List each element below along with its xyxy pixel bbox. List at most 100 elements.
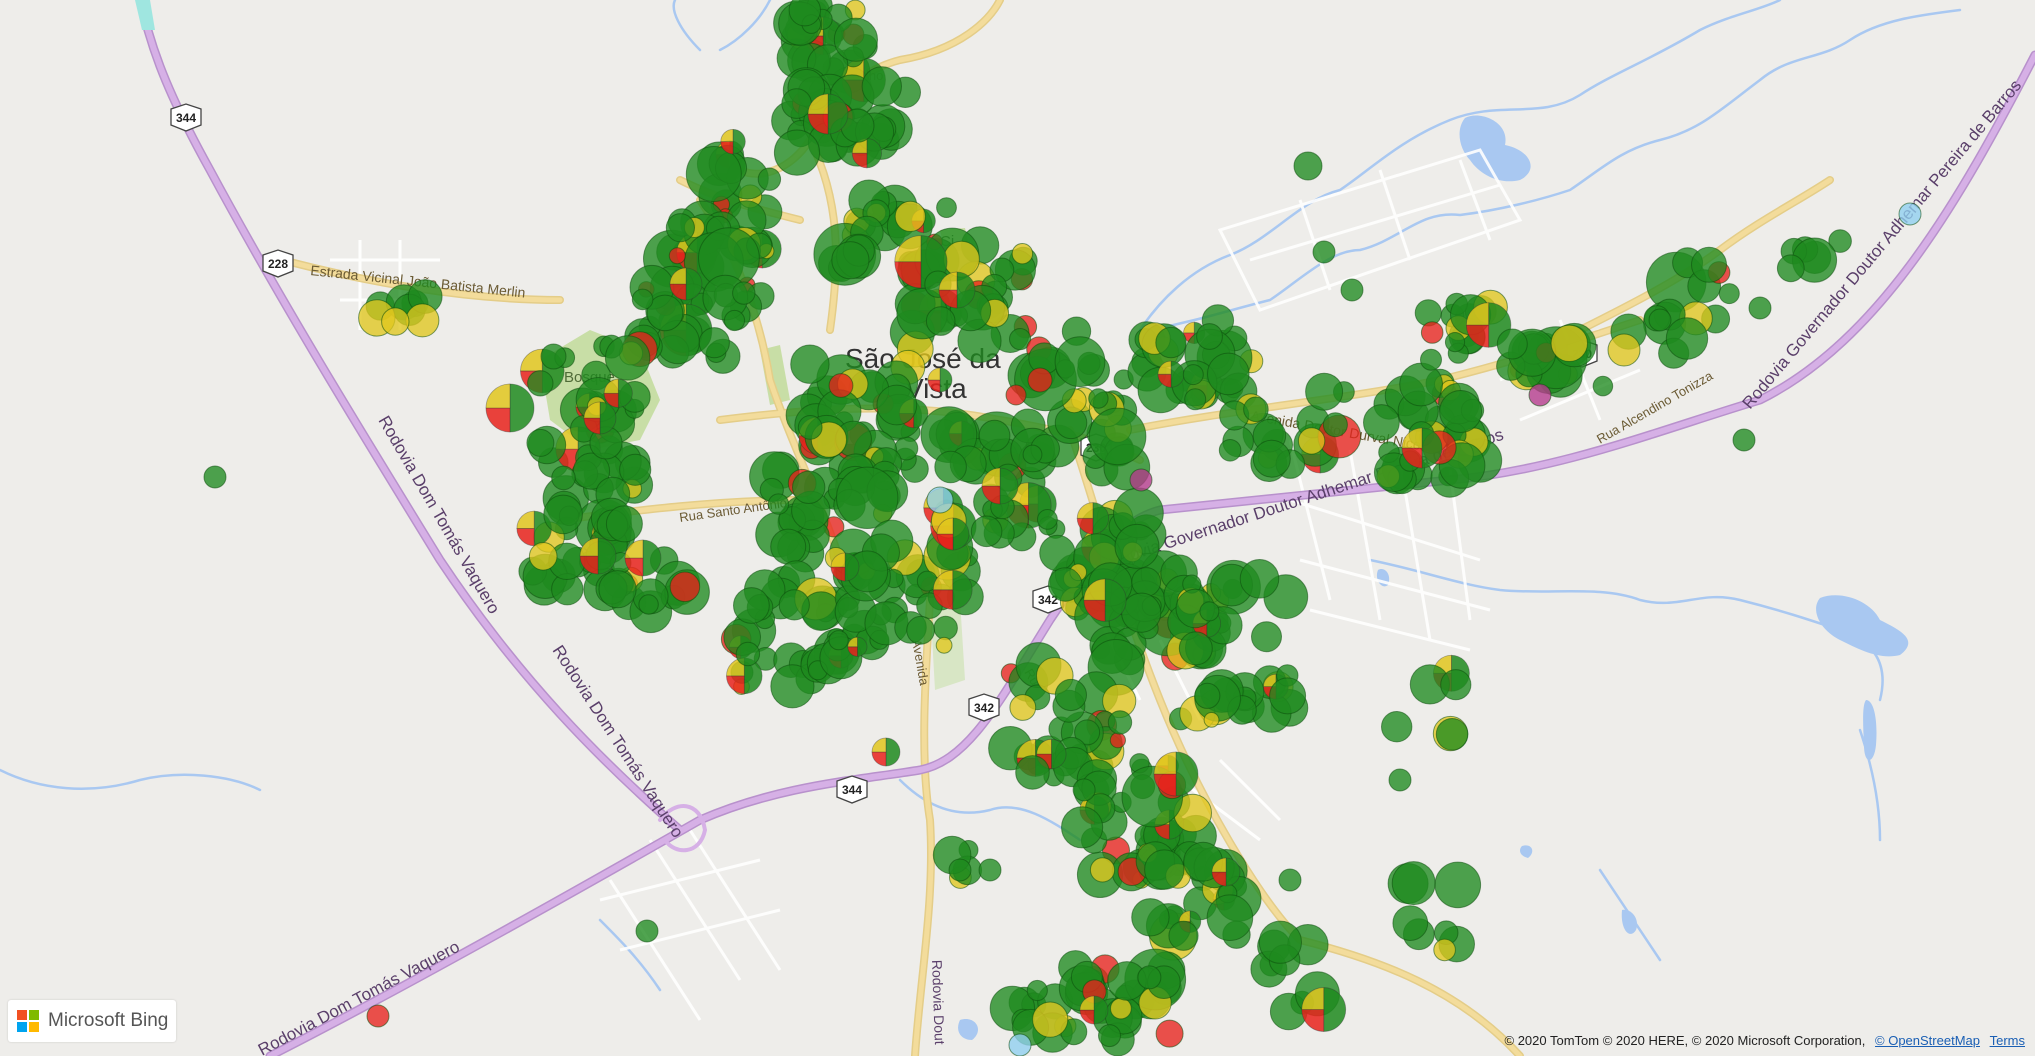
data-bubble[interactable] [1444, 332, 1466, 353]
data-bubble[interactable] [1312, 240, 1336, 264]
pie-bubble[interactable] [624, 539, 662, 577]
data-bubble[interactable] [733, 587, 770, 624]
data-bubble[interactable] [635, 919, 659, 943]
openstreetmap-link[interactable]: © OpenStreetMap [1875, 1033, 1980, 1048]
data-bubble[interactable] [1252, 439, 1291, 478]
data-bubble[interactable] [1037, 509, 1058, 530]
data-bubble[interactable] [1278, 868, 1302, 892]
data-bubble[interactable] [631, 288, 654, 311]
data-bubble[interactable] [381, 307, 410, 336]
data-bubble[interactable] [540, 343, 567, 370]
data-bubble[interactable] [1131, 567, 1162, 597]
data-bubble[interactable] [1114, 523, 1160, 569]
data-bubble[interactable] [685, 146, 742, 202]
data-bubble[interactable] [894, 200, 926, 232]
data-bubble[interactable] [1748, 296, 1772, 320]
data-bubble[interactable] [926, 486, 954, 514]
data-bubble[interactable] [1732, 428, 1756, 452]
data-bubble[interactable] [1110, 997, 1132, 1020]
data-bubble[interactable] [978, 419, 1011, 452]
pie-bubble[interactable] [981, 467, 1019, 505]
data-bubble[interactable] [1109, 732, 1127, 749]
data-bubble[interactable] [528, 542, 558, 571]
data-bubble[interactable] [1691, 246, 1727, 283]
data-bubble[interactable] [1011, 243, 1034, 265]
data-bubble[interactable] [1168, 920, 1199, 951]
data-bubble[interactable] [1828, 229, 1852, 253]
data-bubble[interactable] [1061, 806, 1104, 849]
data-bubble[interactable] [1027, 367, 1053, 393]
data-bubble[interactable] [1434, 861, 1482, 909]
data-bubble[interactable] [792, 470, 826, 504]
data-bubble[interactable] [1088, 388, 1109, 409]
data-bubble[interactable] [732, 281, 756, 305]
data-bubble[interactable] [1420, 348, 1442, 371]
data-bubble[interactable] [1089, 857, 1116, 883]
data-bubble[interactable] [1196, 323, 1223, 350]
pie-bubble[interactable] [847, 636, 868, 657]
microsoft-bing-logo[interactable]: Microsoft Bing [8, 1000, 176, 1042]
data-bubble[interactable] [1054, 336, 1106, 388]
data-bubble[interactable] [1399, 362, 1443, 407]
data-bubble[interactable] [828, 373, 854, 398]
data-bubble[interactable] [1199, 601, 1220, 622]
data-bubble[interactable] [833, 17, 879, 62]
data-bubble[interactable] [906, 615, 935, 645]
data-bubble[interactable] [1251, 621, 1282, 653]
terms-link[interactable]: Terms [1989, 1033, 2025, 1048]
data-bubble[interactable] [828, 630, 849, 651]
data-bubble[interactable] [1218, 439, 1242, 462]
data-bubble[interactable] [735, 641, 761, 667]
data-bubble[interactable] [933, 615, 958, 641]
data-bubble[interactable] [1439, 390, 1483, 433]
pie-bubble[interactable] [1301, 987, 1346, 1032]
data-bubble[interactable] [1008, 1033, 1032, 1056]
data-bubble[interactable] [781, 88, 812, 119]
data-bubble[interactable] [770, 528, 807, 565]
data-bubble[interactable] [1098, 1024, 1121, 1048]
data-bubble[interactable] [1182, 364, 1204, 386]
data-bubble[interactable] [543, 494, 583, 535]
pie-bubble[interactable] [669, 267, 703, 301]
data-bubble[interactable] [788, 0, 821, 27]
data-bubble[interactable] [757, 167, 782, 191]
data-bubble[interactable] [876, 384, 918, 426]
data-bubble[interactable] [925, 306, 956, 336]
data-bubble[interactable] [527, 370, 554, 397]
data-bubble[interactable] [1144, 849, 1185, 890]
data-bubble[interactable] [1665, 317, 1709, 360]
data-bubble[interactable] [665, 213, 696, 243]
data-bubble[interactable] [1009, 694, 1037, 721]
data-bubble[interactable] [1203, 712, 1220, 728]
data-bubble[interactable] [1435, 718, 1469, 751]
data-bubble[interactable] [203, 465, 227, 489]
data-bubble[interactable] [934, 450, 967, 484]
data-bubble[interactable] [1121, 592, 1162, 633]
data-bubble[interactable] [1107, 710, 1133, 735]
data-bubble[interactable] [1129, 468, 1153, 492]
data-bubble[interactable] [1363, 404, 1400, 441]
pie-bubble[interactable] [1153, 751, 1199, 797]
data-bubble[interactable] [1297, 427, 1326, 455]
data-bubble[interactable] [1131, 898, 1170, 937]
data-bubble[interactable] [778, 589, 810, 621]
data-bubble[interactable] [1440, 669, 1472, 701]
data-bubble[interactable] [1178, 631, 1213, 666]
pie-bubble[interactable] [1083, 578, 1127, 622]
data-bubble[interactable] [526, 428, 555, 457]
data-bubble[interactable] [668, 247, 686, 265]
data-bubble[interactable] [723, 309, 746, 332]
data-bubble[interactable] [1305, 372, 1344, 411]
data-bubble[interactable] [405, 303, 440, 338]
data-bubble[interactable] [1528, 383, 1552, 407]
data-bubble[interactable] [1009, 328, 1032, 351]
pie-bubble[interactable] [807, 93, 849, 135]
data-bubble[interactable] [1015, 755, 1050, 790]
data-bubble[interactable] [551, 465, 576, 491]
data-bubble[interactable] [1155, 1019, 1184, 1048]
data-bubble[interactable] [1269, 677, 1307, 715]
pie-bubble[interactable] [927, 367, 953, 393]
data-bubble[interactable] [698, 327, 730, 359]
data-bubble[interactable] [1072, 778, 1096, 802]
